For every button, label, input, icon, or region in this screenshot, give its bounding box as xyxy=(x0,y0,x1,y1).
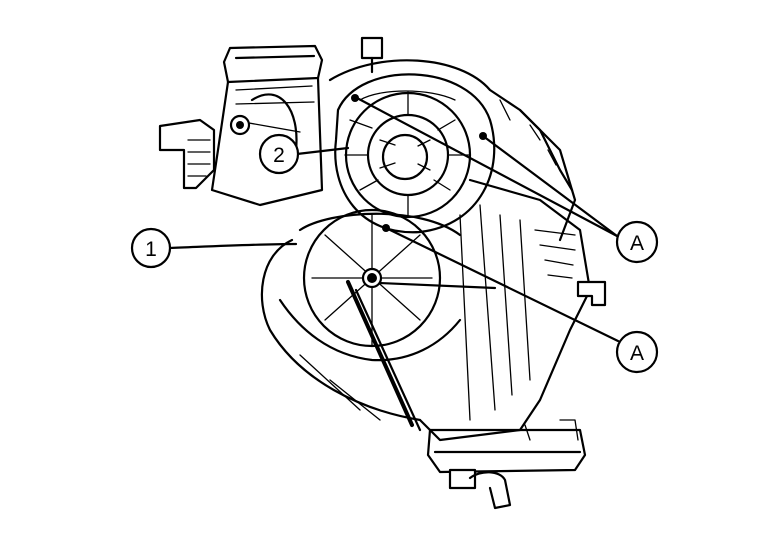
lower-scroll-housing xyxy=(260,208,497,432)
right-housing-body xyxy=(418,99,607,442)
callout-2: 2 xyxy=(258,133,300,175)
svg-text:2: 2 xyxy=(273,144,285,167)
leader-lines xyxy=(168,96,620,343)
svg-text:A: A xyxy=(630,232,644,255)
callout-a-lower: A xyxy=(615,330,659,374)
callout-1: 1 xyxy=(130,227,172,269)
blower-housing-drawing xyxy=(158,36,607,510)
side-connector-bracket xyxy=(158,114,251,190)
bottom-motor-base xyxy=(426,419,587,510)
svg-text:1: 1 xyxy=(145,238,157,261)
upper-motor-housing xyxy=(328,36,577,242)
callout-a-upper: A xyxy=(615,220,659,264)
air-inlet-duct xyxy=(210,44,324,207)
svg-text:A: A xyxy=(630,342,644,365)
